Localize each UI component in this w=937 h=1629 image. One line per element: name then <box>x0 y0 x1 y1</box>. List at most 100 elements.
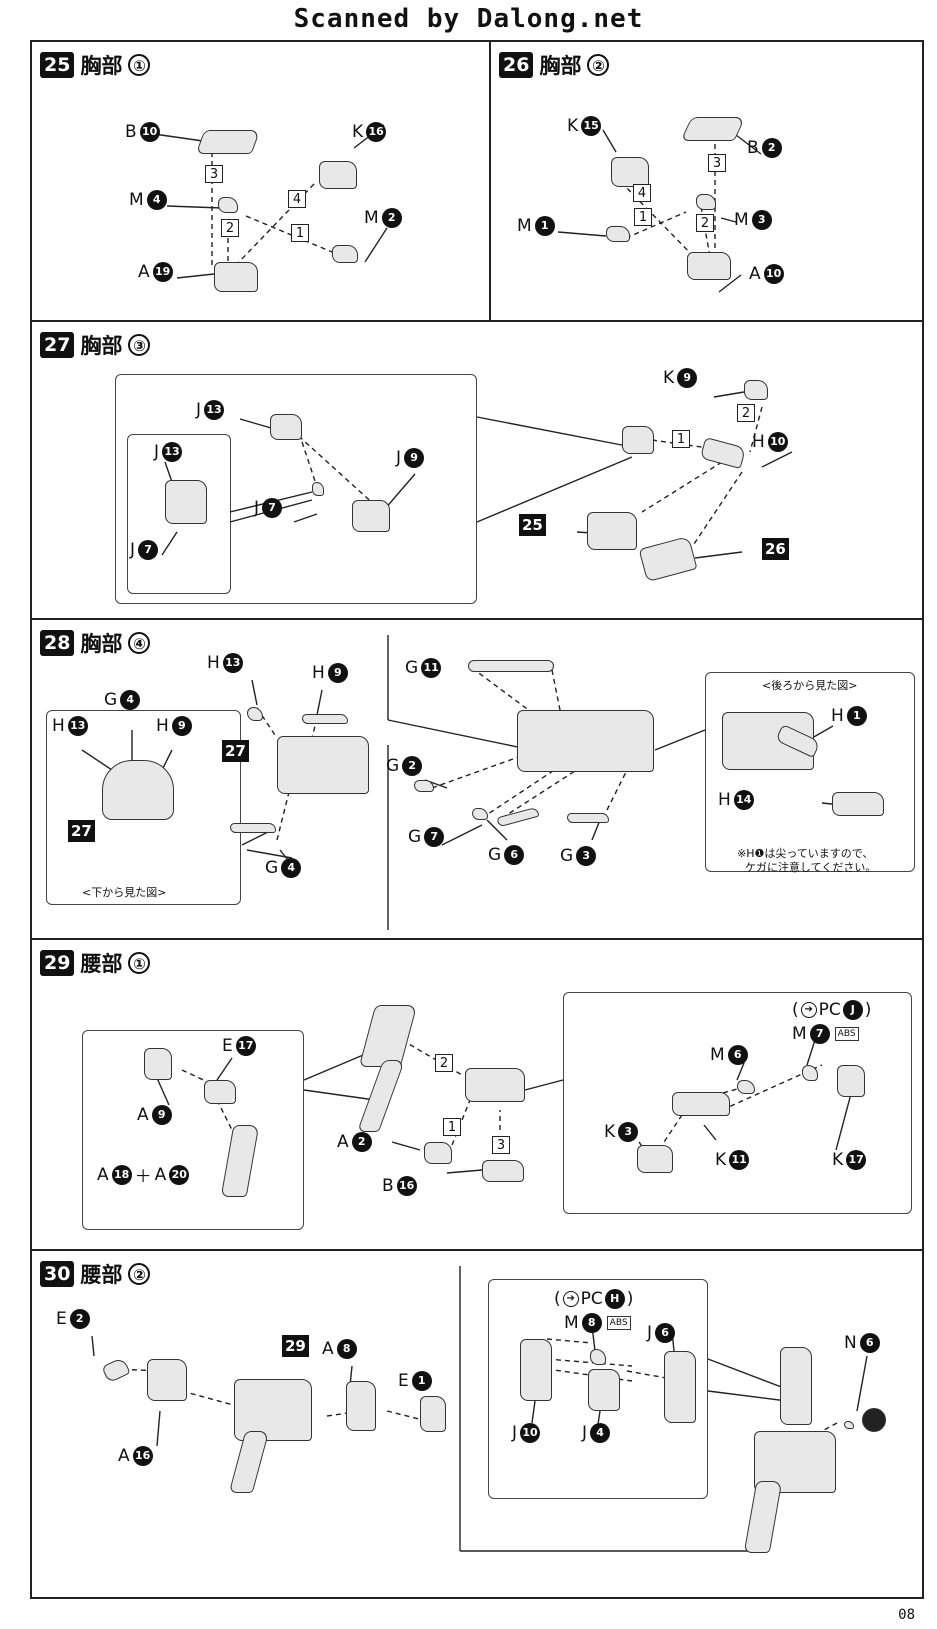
section-title: 28 胸部 ④ <box>40 628 151 658</box>
part-25-assembly <box>587 512 637 550</box>
section-title: 25 胸部 ① <box>40 50 151 80</box>
section-number: 30 <box>40 1261 75 1287</box>
step-1: 1 <box>443 1118 461 1136</box>
step-2: 2 <box>737 404 755 422</box>
step-1: 1 <box>672 430 690 448</box>
part-m3 <box>696 194 716 210</box>
part-a2 <box>424 1142 452 1164</box>
part-j9 <box>352 500 390 532</box>
step-4: 4 <box>288 190 306 208</box>
part-a8 <box>346 1381 376 1431</box>
back-view-inset <box>705 672 915 872</box>
detail-inset-left <box>82 1030 304 1230</box>
part-m7 <box>802 1065 818 1081</box>
bottom-view-inset <box>46 710 241 905</box>
part-k16 <box>319 161 357 189</box>
section-number: 27 <box>40 332 75 358</box>
ref-section-26: 26 <box>762 538 789 560</box>
assembly-lines <box>557 129 762 293</box>
section-number: 25 <box>40 52 75 78</box>
assembly-lines <box>153 124 388 279</box>
section-title: 26 胸部 ② <box>499 50 610 80</box>
assembly-lines <box>161 391 793 559</box>
step-marker: ① <box>128 952 151 974</box>
part-k17 <box>837 1065 865 1097</box>
part-a9 <box>144 1048 172 1080</box>
part-n6-cutter <box>862 1408 886 1432</box>
section-heading: 胸部 <box>539 54 582 78</box>
part-h9 <box>302 714 348 724</box>
step-marker: ④ <box>128 632 151 654</box>
part-h14 <box>832 792 884 816</box>
part-b16 <box>482 1160 524 1182</box>
part-g3 <box>567 813 609 823</box>
inset-caption-back: <後ろから見た図> <box>762 679 858 692</box>
part-m1 <box>606 226 630 242</box>
detail-inset-right <box>563 992 912 1214</box>
part-e1 <box>420 1396 446 1432</box>
section-27: 27 胸部 ③ <box>30 320 924 620</box>
step-2: 2 <box>221 219 239 237</box>
scan-header: Scanned by Dalong.net <box>293 4 644 34</box>
step-3: 3 <box>708 154 726 172</box>
part-chest-assembly <box>517 710 654 772</box>
ref-section-29: 29 <box>282 1335 309 1357</box>
step-marker: ① <box>128 54 151 76</box>
detail-inset <box>115 374 477 604</box>
arrow-circle-icon: ➔ <box>562 1291 579 1307</box>
ref-section-27-inset: 27 <box>68 820 95 842</box>
part-j13-closeup <box>165 480 207 524</box>
part-left-unit <box>622 426 654 454</box>
part-e17 <box>204 1080 236 1104</box>
part-j6 <box>664 1351 696 1423</box>
section-heading: 胸部 <box>80 54 123 78</box>
part-j13 <box>270 414 302 440</box>
step-2: 2 <box>696 214 714 232</box>
part-n6 <box>844 1421 854 1429</box>
part-j4 <box>588 1369 620 1411</box>
step-marker: ② <box>587 54 610 76</box>
section-heading: 腰部 <box>80 952 123 976</box>
abs-badge: ABS <box>834 1027 859 1041</box>
part-k15 <box>611 157 649 187</box>
part-g4 <box>230 823 276 833</box>
section-30: 30 腰部 ② <box>30 1249 924 1599</box>
part-j7 <box>312 482 324 496</box>
section-heading: 腰部 <box>80 1263 123 1287</box>
step-3: 3 <box>492 1136 510 1154</box>
detail-inset <box>488 1279 708 1499</box>
